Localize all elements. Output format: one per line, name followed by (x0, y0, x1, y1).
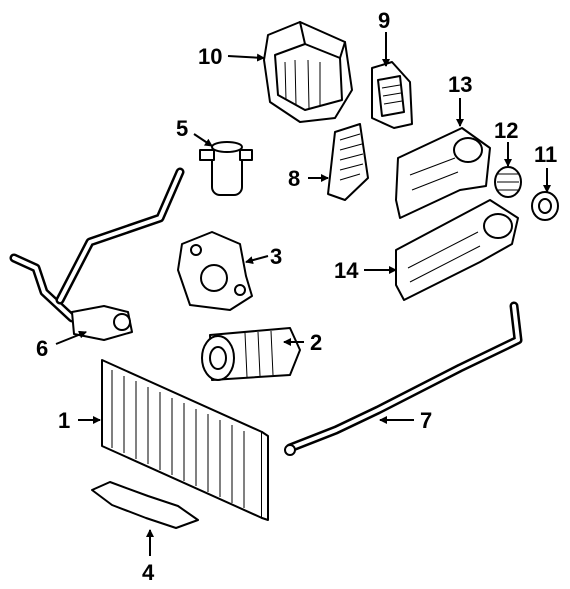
leader-6 (55, 330, 87, 345)
callout-1: 1 (58, 408, 70, 433)
callout-9: 9 (378, 8, 390, 33)
callout-labels: 1 2 3 4 5 6 7 8 9 10 11 12 13 14 (36, 8, 557, 585)
callout-12: 12 (494, 118, 518, 143)
part-7-liquid-line (284, 301, 523, 456)
callout-8: 8 (288, 166, 300, 191)
leader-lines (55, 32, 551, 556)
part-12-blower-wheel (494, 166, 522, 198)
part-14-blower-lower (395, 199, 519, 301)
part-8-filter (327, 123, 369, 201)
part-5-drier (199, 141, 253, 196)
leader-10 (227, 53, 265, 62)
part-1-condenser (101, 359, 269, 521)
part-10-case (263, 21, 353, 123)
part-6-hose-assembly (9, 167, 185, 341)
leader-5 (193, 133, 213, 147)
part-13-blower-upper (395, 127, 491, 219)
callout-11: 11 (534, 142, 557, 167)
callout-6: 6 (36, 336, 48, 361)
callout-7: 7 (420, 408, 432, 433)
callout-14: 14 (334, 258, 359, 283)
callout-5: 5 (176, 116, 188, 141)
part-2-compressor (201, 327, 301, 381)
callout-2: 2 (310, 330, 322, 355)
callout-13: 13 (448, 72, 472, 97)
part-4-shield (91, 481, 199, 529)
callout-3: 3 (270, 244, 282, 269)
part-9-bracket (371, 61, 413, 129)
leader-3 (245, 255, 269, 265)
part-11-blower-motor (531, 191, 559, 221)
callout-10: 10 (198, 44, 222, 69)
callout-4: 4 (142, 560, 155, 585)
part-3-bracket (177, 231, 253, 311)
